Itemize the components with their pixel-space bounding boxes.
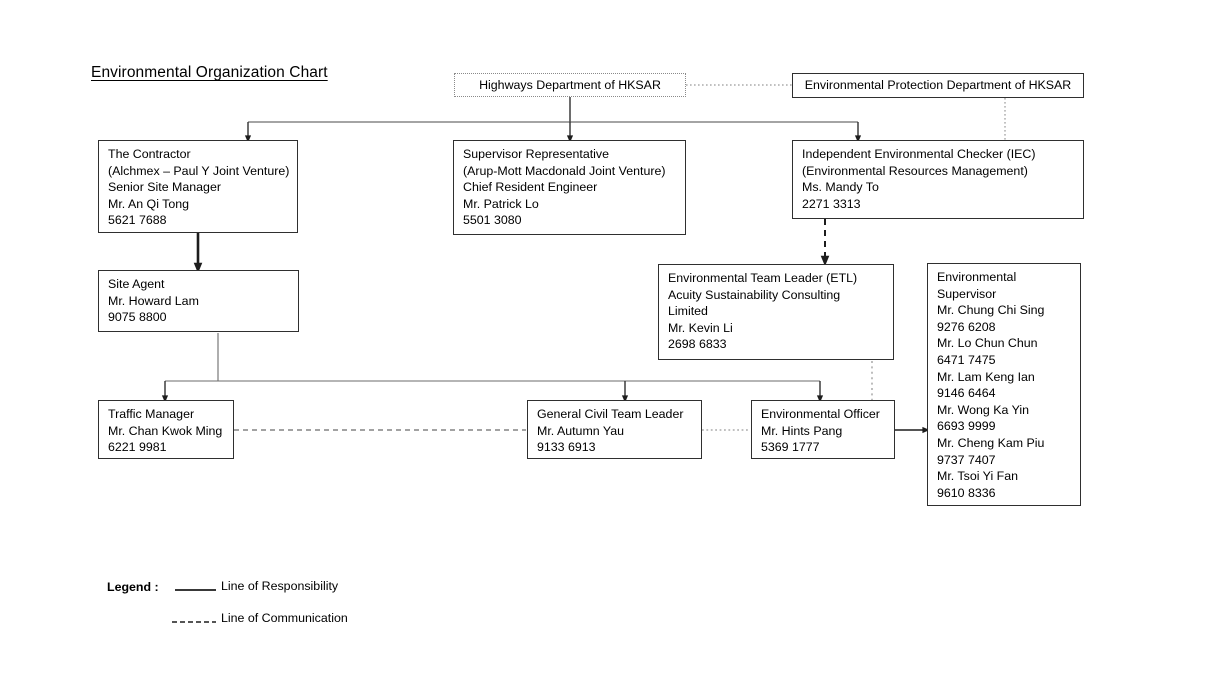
node-traffic-manager[interactable]: Traffic Manager Mr. Chan Kwok Ming 6221 …	[98, 400, 234, 459]
legend-responsibility-label: Line of Responsibility	[221, 579, 339, 593]
page-title: Environmental Organization Chart	[91, 64, 328, 81]
legend-title: Legend :	[107, 580, 159, 594]
node-contractor[interactable]: The Contractor (Alchmex – Paul Y Joint V…	[98, 140, 298, 233]
node-environmental-officer[interactable]: Environmental Officer Mr. Hints Pang 536…	[751, 400, 895, 459]
node-independent-environmental-checker[interactable]: Independent Environmental Checker (IEC) …	[792, 140, 1084, 219]
node-environmental-team-leader[interactable]: Environmental Team Leader (ETL) Acuity S…	[658, 264, 894, 360]
node-environmental-protection-department[interactable]: Environmental Protection Department of H…	[792, 73, 1084, 98]
node-site-agent[interactable]: Site Agent Mr. Howard Lam 9075 8800	[98, 270, 299, 332]
node-supervisor-representative[interactable]: Supervisor Representative (Arup-Mott Mac…	[453, 140, 686, 235]
node-highways-department[interactable]: Highways Department of HKSAR	[454, 73, 686, 97]
legend-communication-label: Line of Communication	[221, 611, 348, 625]
node-general-civil-team-leader[interactable]: General Civil Team Leader Mr. Autumn Yau…	[527, 400, 702, 459]
node-environmental-supervisor[interactable]: Environmental Supervisor Mr. Chung Chi S…	[927, 263, 1081, 506]
